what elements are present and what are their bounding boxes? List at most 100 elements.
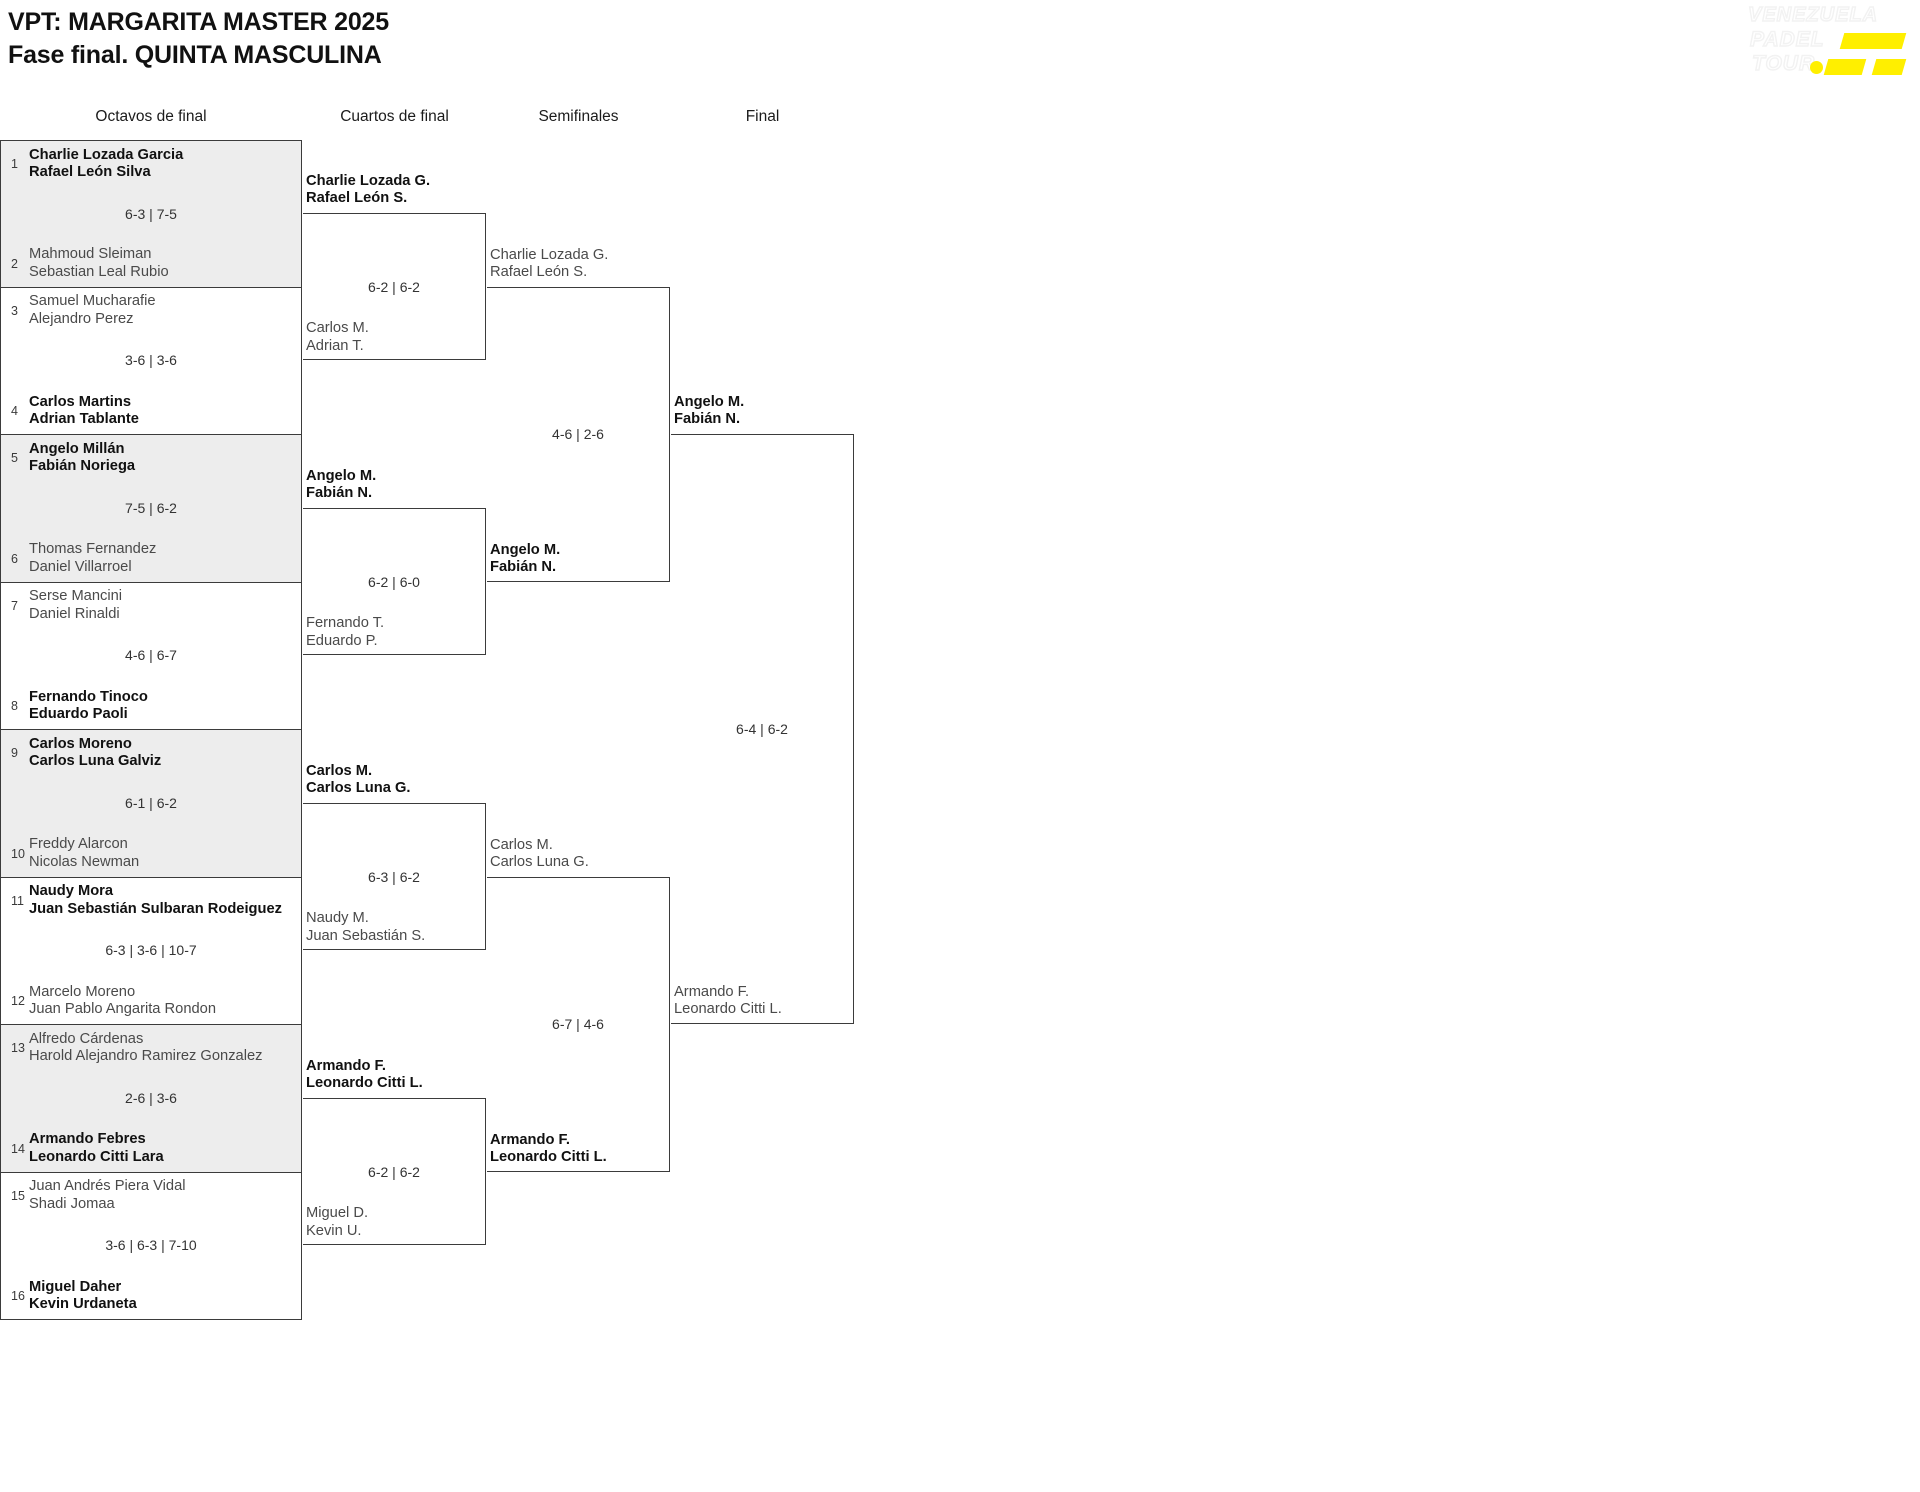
r16-match-8-team-top[interactable]: 15 Juan Andrés Piera Vidal Shadi Jomaa <box>9 1178 295 1214</box>
final-match-1[interactable]: 6-4 | 6-2 <box>671 434 854 1024</box>
qf-match-2[interactable]: 6-2 | 6-0 <box>303 507 486 656</box>
r16-match-5-bottom-names: Freddy Alarcon Nicolas Newman <box>29 836 139 871</box>
qf-match-3-bottom-player-2: Juan Sebastián S. <box>306 927 426 944</box>
qf-match-4[interactable]: 6-2 | 6-2 <box>303 1097 486 1246</box>
r16-match-3[interactable]: 5 Angelo Millán Fabián Noriega 7-5 | 6-2… <box>0 435 302 583</box>
r16-match-8-score: 3-6 | 6-3 | 7-10 <box>105 1237 197 1254</box>
qf-match-1-bottom-player-2: Adrian T. <box>306 337 364 354</box>
qf-match-4-team-bottom[interactable]: Miguel D. Kevin U. <box>306 1205 368 1240</box>
final-match-1-team-top[interactable]: Angelo M. Fabián N. <box>674 394 744 429</box>
sf-match-1-score: 4-6 | 2-6 <box>552 426 604 442</box>
r16-match-4[interactable]: 7 Serse Mancini Daniel Rinaldi 4-6 | 6-7… <box>0 582 302 730</box>
round-header-final: Final <box>745 108 780 125</box>
r16-match-1-bottom-player-1: Mahmoud Sleiman <box>29 246 152 263</box>
r16-match-8-bottom-player-1: Miguel Daher <box>29 1278 122 1295</box>
r16-match-2-score: 3-6 | 3-6 <box>125 352 177 369</box>
title-line-1: VPT: MARGARITA MASTER 2025 <box>8 8 389 36</box>
r16-match-6-team-bottom[interactable]: 12 Marcelo Moreno Juan Pablo Angarita Ro… <box>9 983 295 1019</box>
qf-match-1-top-player-1: Charlie Lozada G. <box>306 172 431 189</box>
r16-match-8-top-player-2: Shadi Jomaa <box>29 1195 115 1212</box>
qf-match-3-top-player-2: Carlos Luna G. <box>306 780 411 797</box>
tournament-bracket: 1 Charlie Lozada Garcia Rafael León Silv… <box>0 0 1100 1320</box>
r16-match-3-top-seed: 5 <box>11 451 18 465</box>
final-match-1-team-bottom[interactable]: Armando F. Leonardo Citti L. <box>674 984 782 1019</box>
qf-match-1-team-top[interactable]: Charlie Lozada G. Rafael León S. <box>306 173 430 208</box>
r16-match-7-team-bottom[interactable]: 14 Armando Febres Leonardo Citti Lara <box>9 1131 295 1167</box>
r16-match-6-bottom-player-1: Marcelo Moreno <box>29 983 136 1000</box>
r16-match-7-top-seed: 13 <box>11 1041 25 1055</box>
sf-match-1-team-bottom[interactable]: Angelo M. Fabián N. <box>490 542 560 577</box>
r16-match-5-top-player-1: Carlos Moreno <box>29 735 132 752</box>
r16-match-2[interactable]: 3 Samuel Mucharafie Alejandro Perez 3-6 … <box>0 287 302 435</box>
r16-match-8-top-player-1: Juan Andrés Piera Vidal <box>29 1178 186 1195</box>
r16-match-1-team-bottom[interactable]: 2 Mahmoud Sleiman Sebastian Leal Rubio <box>9 246 295 282</box>
r16-match-2-team-bottom[interactable]: 4 Carlos Martins Adrian Tablante <box>9 393 295 429</box>
r16-match-3-bottom-names: Thomas Fernandez Daniel Villarroel <box>29 541 156 576</box>
r16-match-4-team-top[interactable]: 7 Serse Mancini Daniel Rinaldi <box>9 588 295 624</box>
sf-match-1-team-top[interactable]: Charlie Lozada G. Rafael León S. <box>490 247 608 282</box>
qf-match-3-top-player-1: Carlos M. <box>306 762 373 779</box>
final-match-1-score: 6-4 | 6-2 <box>736 721 788 737</box>
title-line-2: Fase final. QUINTA MASCULINA <box>8 41 382 69</box>
r16-match-3-team-top[interactable]: 5 Angelo Millán Fabián Noriega <box>9 440 295 476</box>
sf-match-2-team-top[interactable]: Carlos M. Carlos Luna G. <box>490 837 589 872</box>
r16-match-3-bottom-player-2: Daniel Villarroel <box>29 558 132 575</box>
r16-match-2-top-seed: 3 <box>11 303 18 318</box>
qf-match-3-team-top[interactable]: Carlos M. Carlos Luna G. <box>306 763 410 798</box>
r16-match-5-team-bottom[interactable]: 10 Freddy Alarcon Nicolas Newman <box>9 836 295 872</box>
qf-match-1[interactable]: 6-2 | 6-2 <box>303 212 486 361</box>
r16-match-7-team-top[interactable]: 13 Alfredo Cárdenas Harold Alejandro Ram… <box>9 1030 295 1066</box>
qf-match-3-team-bottom[interactable]: Naudy M. Juan Sebastián S. <box>306 910 425 945</box>
r16-match-2-top-player-1: Samuel Mucharafie <box>29 293 156 310</box>
qf-match-1-team-bottom[interactable]: Carlos M. Adrian T. <box>306 320 369 355</box>
r16-match-6-top-names: Naudy Mora Juan Sebastián Sulbaran Rodei… <box>29 883 282 918</box>
qf-match-2-team-bottom[interactable]: Fernando T. Eduardo P. <box>306 615 384 650</box>
r16-match-1-bottom-seed: 2 <box>11 256 18 271</box>
r16-match-1-team-top[interactable]: 1 Charlie Lozada Garcia Rafael León Silv… <box>9 146 295 182</box>
r16-match-4-bottom-seed: 8 <box>11 699 18 713</box>
r16-match-8[interactable]: 15 Juan Andrés Piera Vidal Shadi Jomaa 3… <box>0 1172 302 1320</box>
qf-match-2-team-top[interactable]: Angelo M. Fabián N. <box>306 468 376 503</box>
r16-match-2-team-top[interactable]: 3 Samuel Mucharafie Alejandro Perez <box>9 293 295 329</box>
qf-match-2-bottom-player-2: Eduardo P. <box>306 632 378 649</box>
sf-match-2-score: 6-7 | 4-6 <box>552 1016 604 1032</box>
r16-match-1-top-seed: 1 <box>11 157 18 171</box>
r16-match-4-team-bottom[interactable]: 8 Fernando Tinoco Eduardo Paoli <box>9 688 295 724</box>
r16-match-8-bottom-player-2: Kevin Urdaneta <box>29 1296 137 1312</box>
r16-match-1[interactable]: 1 Charlie Lozada Garcia Rafael León Silv… <box>0 140 302 288</box>
r16-match-6-bottom-names: Marcelo Moreno Juan Pablo Angarita Rondo… <box>29 984 216 1019</box>
logo-word-venezuela: VENEZUELA <box>1747 3 1879 26</box>
qf-match-2-score: 6-2 | 6-0 <box>368 573 420 590</box>
page-title: VPT: MARGARITA MASTER 2025 Fase final. Q… <box>8 6 389 72</box>
r16-match-6-team-top[interactable]: 11 Naudy Mora Juan Sebastián Sulbaran Ro… <box>9 883 295 919</box>
r16-match-7-score: 2-6 | 3-6 <box>125 1089 177 1106</box>
final-match-1-bottom-player-1: Armando F. <box>674 984 750 1000</box>
r16-match-5-team-top[interactable]: 9 Carlos Moreno Carlos Luna Galviz <box>9 735 295 771</box>
logo-accent-bar-2 <box>1823 59 1867 75</box>
qf-match-2-top-player-2: Fabián N. <box>306 485 373 502</box>
sf-match-2-top-player-2: Carlos Luna G. <box>490 853 589 870</box>
r16-match-3-bottom-player-1: Thomas Fernandez <box>29 541 157 558</box>
r16-match-5[interactable]: 9 Carlos Moreno Carlos Luna Galviz 6-1 |… <box>0 730 302 878</box>
qf-match-3-score: 6-3 | 6-2 <box>368 868 420 885</box>
r16-match-8-team-bottom[interactable]: 16 Miguel Daher Kevin Urdaneta <box>9 1278 295 1314</box>
r16-match-6-top-seed: 11 <box>11 893 24 908</box>
qf-match-2-bottom-player-1: Fernando T. <box>306 615 385 632</box>
logo-word-padel: PADEL <box>1749 27 1825 51</box>
sf-match-2[interactable]: 6-7 | 4-6 <box>487 876 670 1172</box>
r16-match-6[interactable]: 11 Naudy Mora Juan Sebastián Sulbaran Ro… <box>0 877 302 1025</box>
r16-match-5-top-seed: 9 <box>11 746 18 760</box>
r16-match-6-bottom-seed: 12 <box>11 994 25 1008</box>
sf-match-1[interactable]: 4-6 | 2-6 <box>487 286 670 582</box>
r16-match-1-score: 6-3 | 7-5 <box>125 205 177 222</box>
r16-match-6-top-player-2: Juan Sebastián Sulbaran Rodeiguez <box>29 900 283 917</box>
r16-match-7[interactable]: 13 Alfredo Cárdenas Harold Alejandro Ram… <box>0 1025 302 1173</box>
sf-match-2-team-bottom[interactable]: Armando F. Leonardo Citti L. <box>490 1132 607 1167</box>
r16-match-3-top-names: Angelo Millán Fabián Noriega <box>29 441 135 476</box>
r16-match-3-score: 7-5 | 6-2 <box>125 499 177 516</box>
qf-match-4-top-player-1: Armando F. <box>306 1057 386 1074</box>
qf-match-3[interactable]: 6-3 | 6-2 <box>303 802 486 951</box>
qf-match-4-team-top[interactable]: Armando F. Leonardo Citti L. <box>306 1058 423 1093</box>
logo-word-tour: TOUR. <box>1751 51 1822 75</box>
r16-match-3-team-bottom[interactable]: 6 Thomas Fernandez Daniel Villarroel <box>9 541 295 577</box>
